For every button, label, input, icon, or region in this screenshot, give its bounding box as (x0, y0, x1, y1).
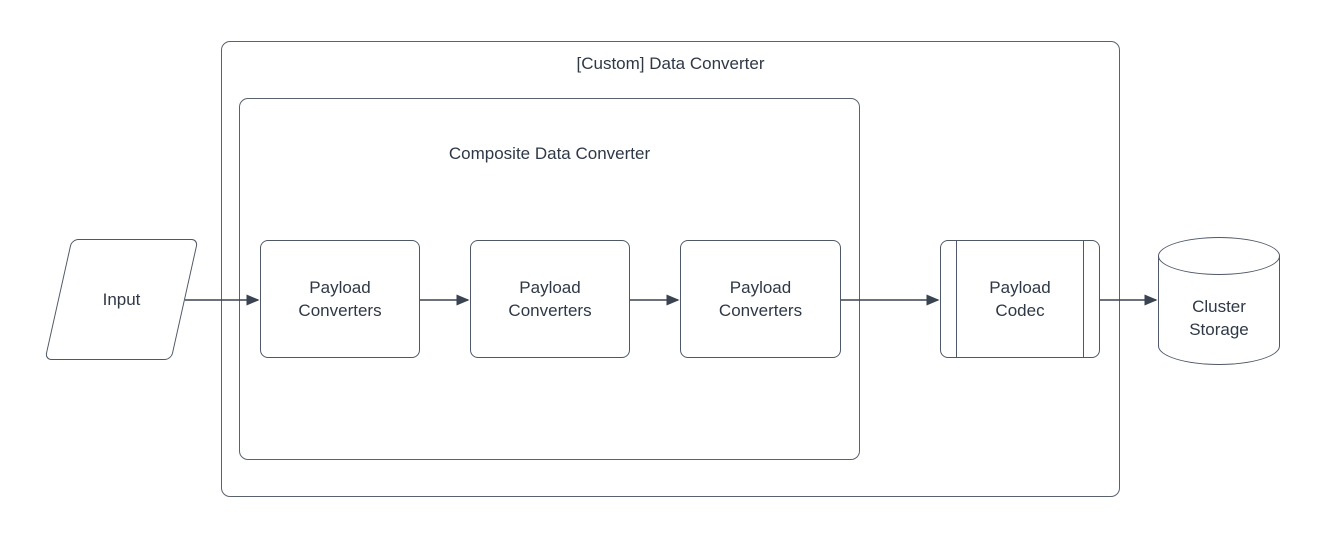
payload-converters-node-2: Payload Converters (470, 240, 630, 358)
composite-data-converter-title: Composite Data Converter (448, 144, 651, 163)
cluster-storage-node: Cluster Storage (1158, 237, 1280, 365)
payload-converters-node-3: Payload Converters (680, 240, 841, 358)
payload-converters-node-1: Payload Converters (260, 240, 420, 358)
cluster-storage-label-wrap: Cluster Storage (1158, 275, 1280, 361)
payload-codec-label: Payload Codec (989, 277, 1051, 320)
payload-converters-label-2: Payload Converters (508, 277, 592, 320)
custom-data-converter-title: [Custom] Data Converter (576, 54, 765, 73)
codec-right-bar (1083, 241, 1084, 357)
cylinder-top-shape (1158, 237, 1280, 275)
cluster-storage-label: Cluster Storage (1189, 296, 1249, 339)
payload-codec-node: Payload Codec (940, 240, 1100, 358)
codec-left-bar (956, 241, 957, 357)
payload-converters-label-3: Payload Converters (718, 277, 803, 320)
payload-converters-label-1: Payload Converters (298, 277, 382, 320)
input-node-label: Input (102, 289, 141, 309)
custom-data-converter-container (221, 41, 1120, 497)
input-node-label-wrap: Input (58, 239, 185, 360)
composite-data-converter-container (239, 98, 860, 460)
